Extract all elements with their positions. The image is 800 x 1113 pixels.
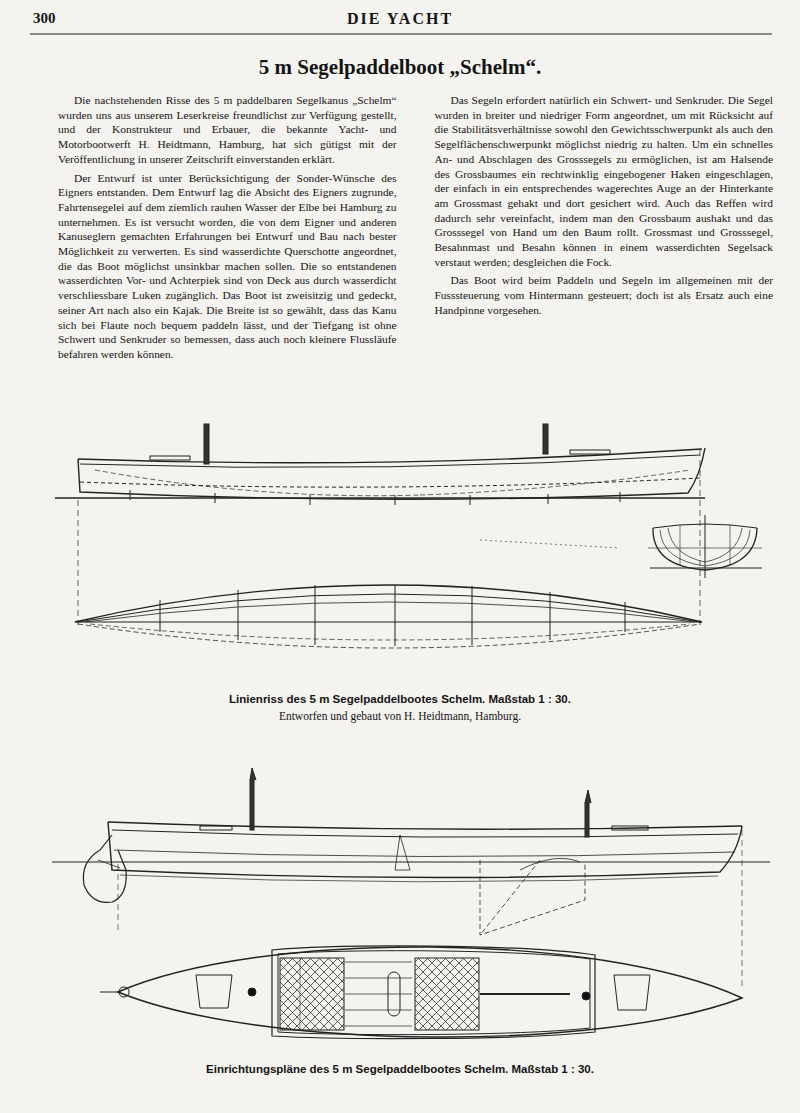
paragraph: Das Boot wird beim Paddeln und Segeln im… bbox=[435, 273, 774, 317]
figure-credit: Entworfen und gebaut von H. Heidtmann, H… bbox=[0, 710, 800, 722]
figure-caption: Linienriss des 5 m Segelpaddelbootes Sch… bbox=[0, 693, 800, 705]
body-text: Die nachstehenden Risse des 5 m paddelba… bbox=[58, 93, 773, 389]
figure-caption: Einrichtungspläne des 5 m Segelpaddelboo… bbox=[0, 1063, 800, 1075]
paragraph: Das Segeln erfordert natürlich ein Schwe… bbox=[435, 93, 774, 269]
page-number: 300 bbox=[33, 10, 56, 27]
arrangement-profile bbox=[52, 768, 770, 990]
paragraph: Der Entwurf ist unter Berücksichtigung d… bbox=[58, 171, 397, 362]
body-plan bbox=[648, 515, 762, 578]
arrangement-plan bbox=[100, 946, 742, 1039]
running-head: DIE YACHT bbox=[0, 10, 800, 28]
lines-plan bbox=[75, 585, 702, 648]
paragraph: Die nachstehenden Risse des 5 m paddelba… bbox=[58, 93, 397, 167]
lines-profile bbox=[55, 424, 705, 625]
page-title: 5 m Segelpaddelboot „Schelm“. bbox=[0, 55, 800, 80]
